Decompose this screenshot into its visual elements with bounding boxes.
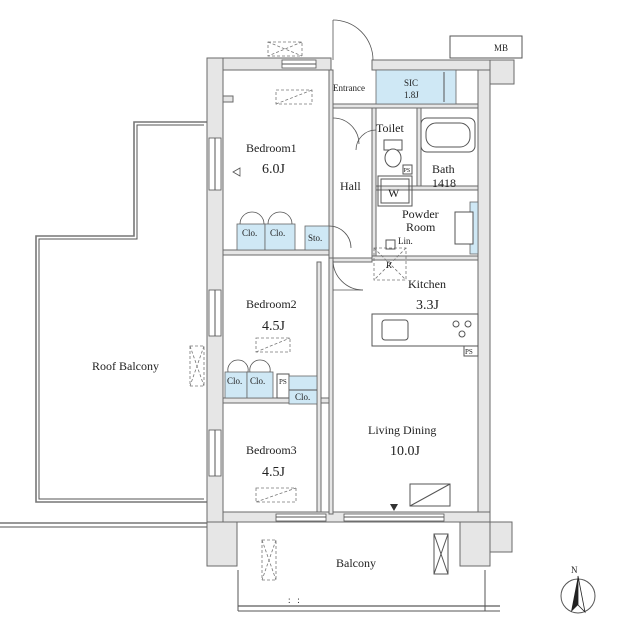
sic-closet [375, 69, 457, 105]
bedroom3-label: Bedroom3 [246, 443, 297, 457]
kitchen-counter [371, 313, 479, 347]
svg-text:PS: PS [279, 378, 287, 386]
mb-label: MB [494, 43, 508, 53]
closet-label: Clo. [242, 228, 257, 238]
hall-label: Hall [340, 179, 361, 193]
bathtub [420, 117, 476, 153]
washer-space [377, 175, 413, 207]
sic-size: 1.8J [404, 90, 419, 100]
refrigerator-label: R [386, 260, 392, 270]
bedroom2-label: Bedroom2 [246, 297, 297, 311]
north-arrow-icon [560, 575, 596, 614]
bedroom2-size: 4.5J [262, 319, 286, 334]
closet-label: Clo. [227, 376, 242, 386]
closet-label: Clo. [270, 228, 285, 238]
bedroom1-size: 6.0J [262, 162, 286, 177]
closet-label: Clo. [250, 376, 265, 386]
north-label: N [571, 565, 578, 575]
windows [208, 59, 445, 522]
svg-text:PS: PS [465, 348, 473, 356]
entrance-door [332, 19, 374, 61]
balcony-label: Balcony [336, 556, 376, 570]
bath-size: 1418 [432, 176, 456, 190]
kitchen-size: 3.3J [416, 298, 440, 313]
closet-bedroom2 [224, 359, 274, 399]
svg-text:PS: PS [404, 168, 411, 174]
storage-label: Sto. [308, 233, 322, 243]
refrigerator-space [373, 247, 407, 281]
living-dining-label: Living Dining [368, 423, 436, 437]
living-floor-item [409, 483, 451, 507]
closet-bedroom1 [236, 211, 296, 251]
bath-label: Bath [432, 162, 455, 176]
interior-doors [332, 117, 377, 291]
sic-label: SIC [404, 78, 418, 88]
ac-units [189, 41, 449, 581]
toilet-label: Toilet [376, 121, 404, 135]
entrance-marker [390, 504, 398, 511]
living-dining-size: 10.0J [390, 444, 421, 459]
powder-room-label: Powder [402, 207, 439, 221]
washer-label: W [388, 186, 400, 200]
roof-balcony-label: Roof Balcony [92, 359, 159, 373]
linen-label: Lin. [398, 236, 413, 246]
balcony-outline: : : [0, 522, 500, 612]
closet-label: Clo. [295, 392, 310, 402]
roof-balcony-outline [35, 121, 207, 503]
bedroom1-label: Bedroom1 [246, 141, 297, 155]
toilet-fixture [383, 139, 403, 168]
svg-text:: :: : : [288, 595, 304, 605]
kitchen-label: Kitchen [408, 277, 446, 291]
storage [304, 225, 330, 251]
bedroom3-size: 4.5J [262, 465, 286, 480]
powder-room-label: Room [406, 220, 436, 234]
entrance-label: Entrance [333, 83, 365, 93]
